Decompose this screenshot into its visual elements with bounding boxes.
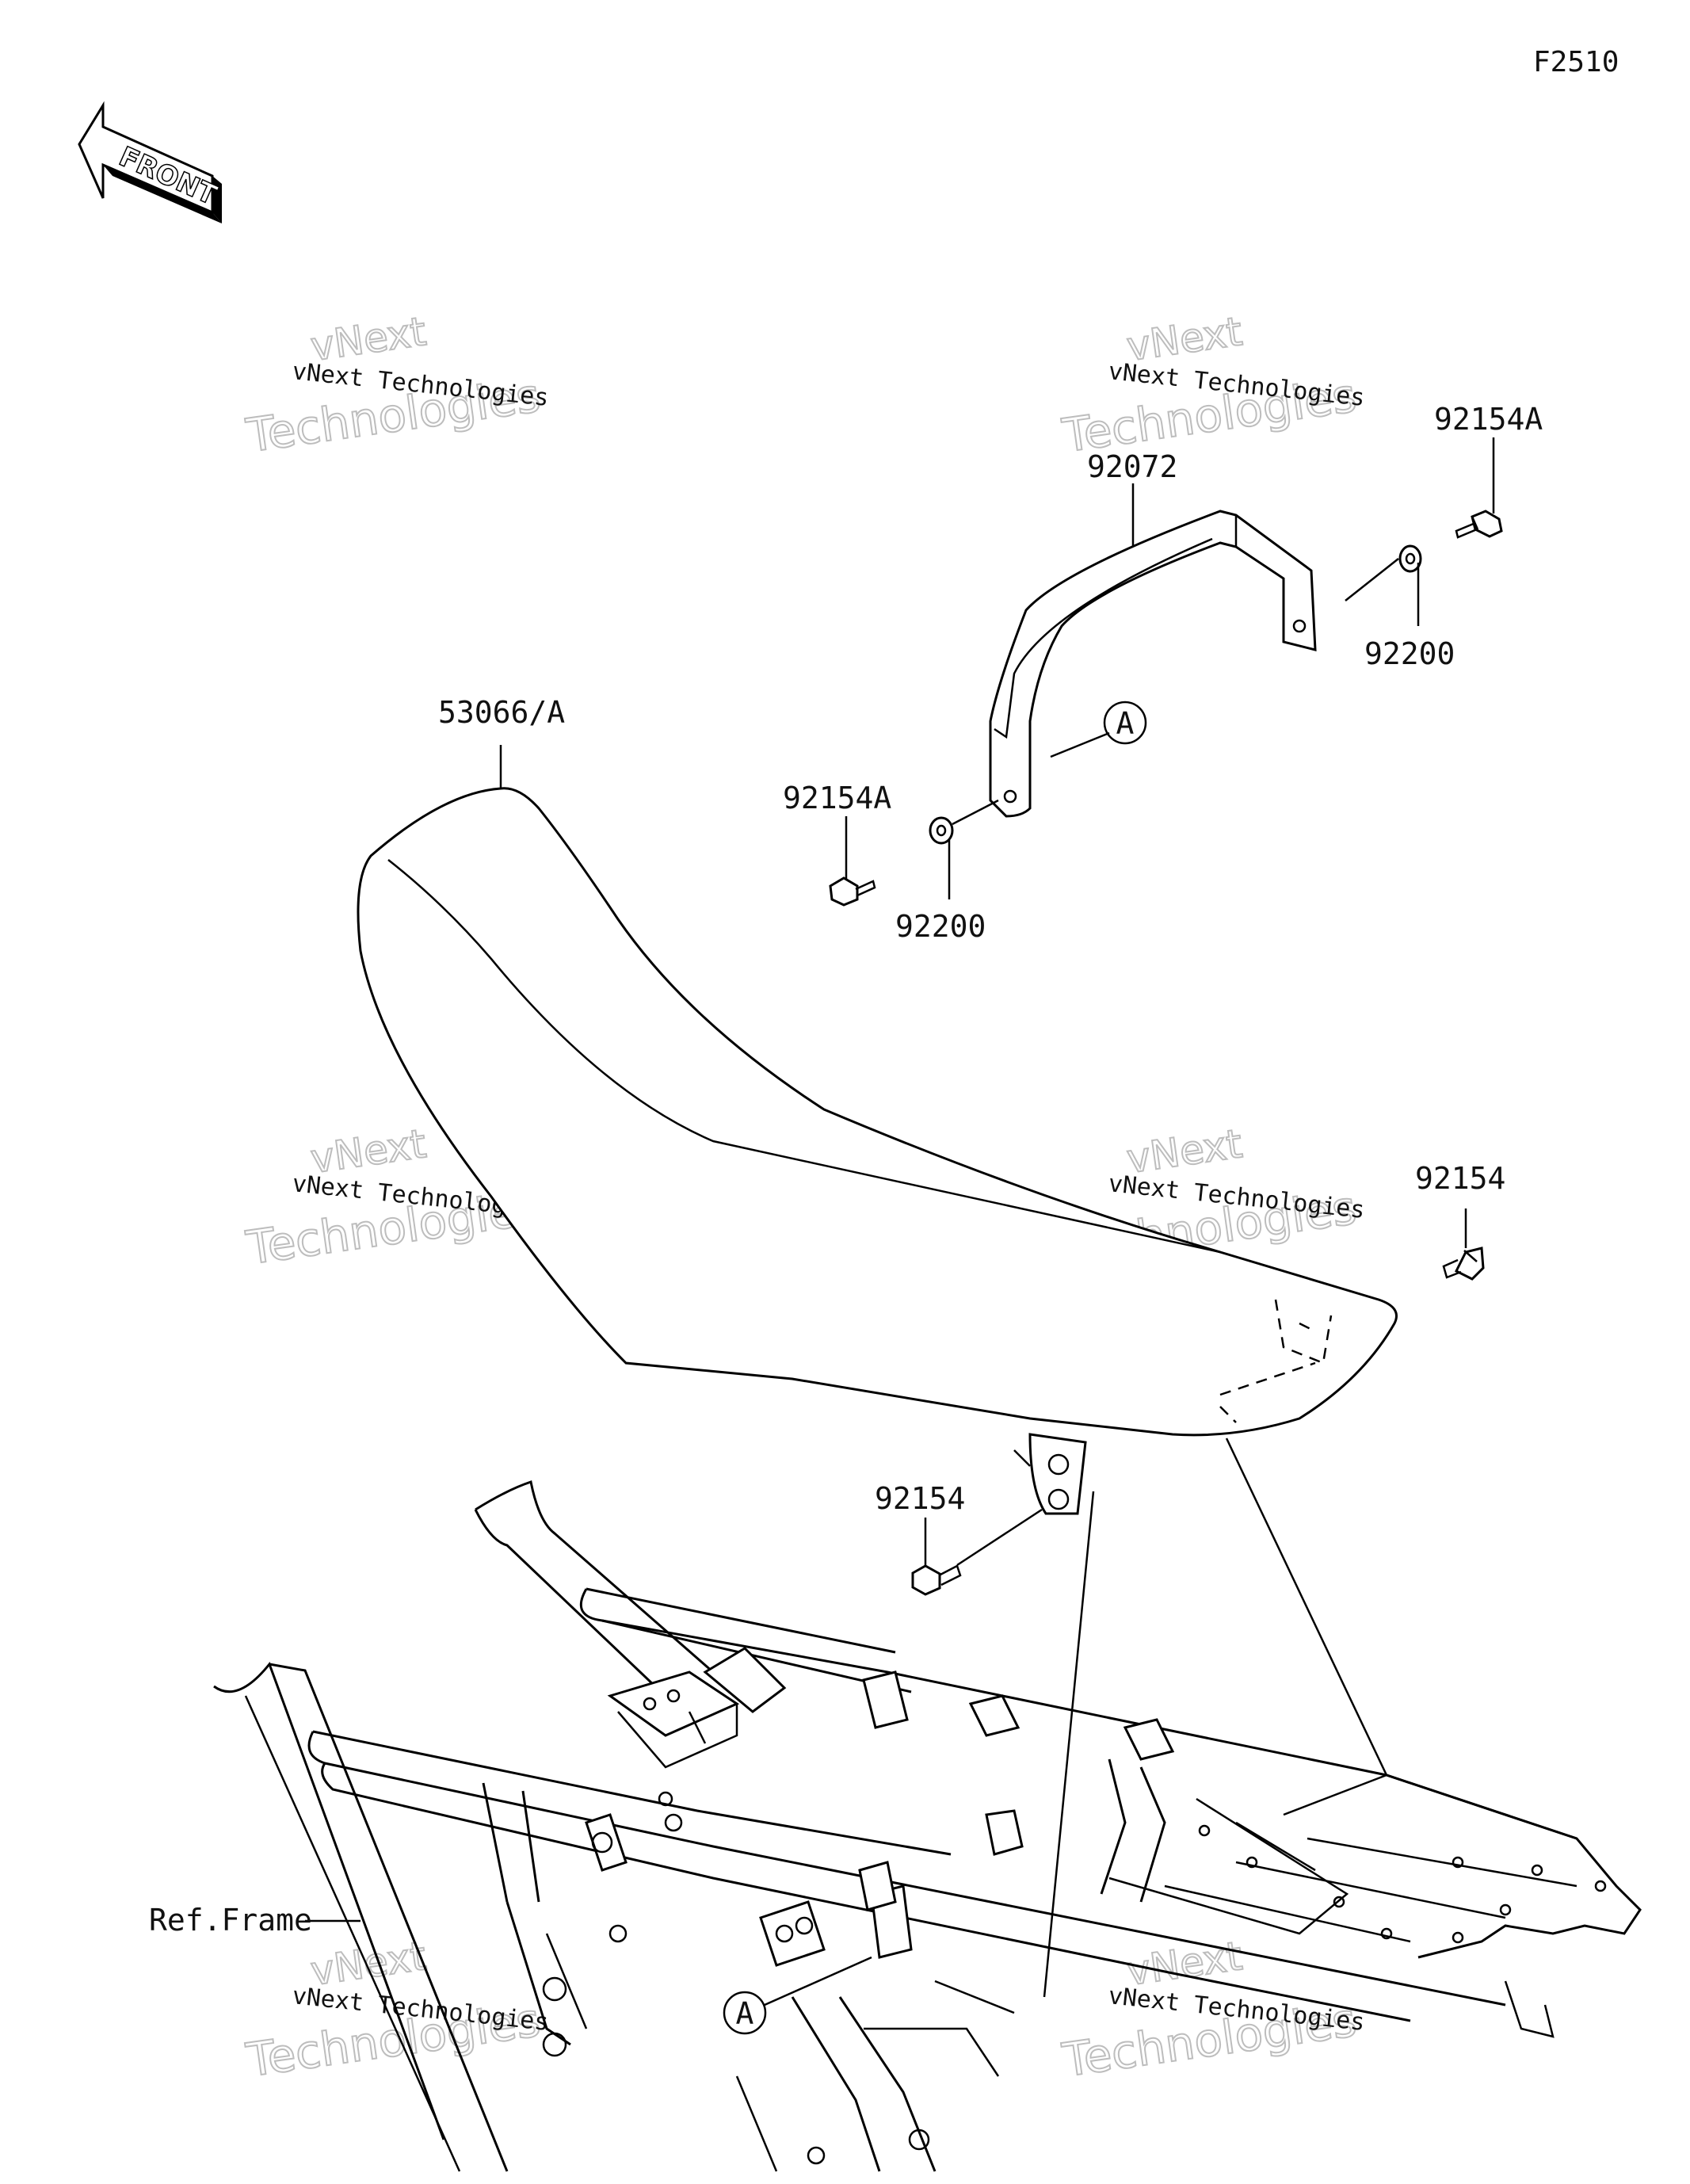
watermark-top-left: vNext Technologies vNext Technologies [242,307,550,464]
washer-92200-upper [1398,544,1422,573]
svg-text:A: A [736,1996,754,2031]
callout-bolt-right: 92154 [1415,1161,1505,1196]
bolt-92154-right [1442,1247,1485,1281]
ref-marker-a-lower: A [723,1991,767,2035]
watermark-top-right: vNext Technologies vNext Technologies [1058,307,1366,464]
watermark-bottom-right: vNext Technologies vNext Technologies [1058,1932,1366,2088]
bolt-92154a-upper [1455,510,1503,539]
front-arrow-icon: FRONT [78,101,223,223]
callout-bolt-a-upper: 92154A [1434,402,1543,437]
figure-number: F2510 [1533,46,1619,78]
callout-grab-bar: 92072 [1087,449,1177,484]
seat-drawing [357,787,1398,1515]
ref-frame-label: Ref.Frame [149,1903,312,1938]
leader-lines [305,437,1495,2006]
callout-bolt-a-lower: 92154A [783,781,891,815]
washer-92200-lower [929,816,954,845]
callout-washer-upper: 92200 [1364,636,1455,671]
bolt-92154-bottom [911,1564,962,1596]
bolt-92154a-lower [829,876,876,907]
callout-seat: 53066/A [438,695,565,730]
svg-text:A: A [1116,706,1135,741]
frame-drawing [213,1480,1642,2172]
callout-bolt-bottom: 92154 [875,1481,965,1516]
front-label: FRONT [114,141,222,212]
callout-washer-lower: 92200 [895,909,986,944]
ref-marker-a-upper: A [1103,701,1147,745]
grab-bar-drawing [989,510,1317,818]
